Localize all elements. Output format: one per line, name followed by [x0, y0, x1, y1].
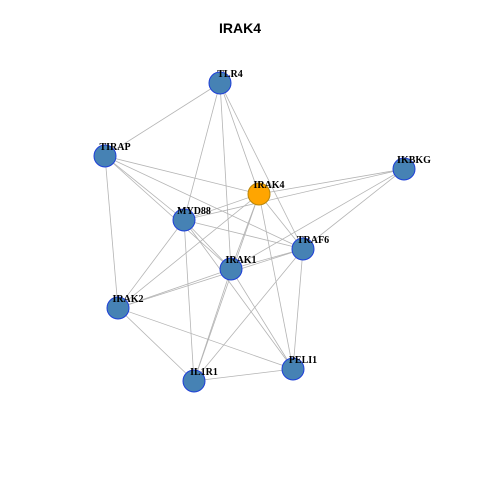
- edge-tlr4-traf6: [219, 82, 304, 250]
- node-irak4[interactable]: IRAK4: [247, 180, 285, 206]
- node-il1r1[interactable]: IL1R1: [182, 367, 218, 393]
- edge-myd88-il1r1: [183, 219, 195, 382]
- node-label-traf6: TRAF6: [297, 235, 329, 246]
- edge-irak4-traf6: [258, 193, 304, 250]
- edge-irak4-irak2: [117, 193, 260, 309]
- node-circle-traf6[interactable]: [291, 237, 315, 261]
- edge-irak1-il1r1: [193, 268, 232, 382]
- edge-ikbkg-irak1: [230, 168, 405, 270]
- node-label-tlr4: TLR4: [217, 69, 243, 80]
- edge-tirap-traf6: [104, 155, 304, 250]
- node-irak1[interactable]: IRAK1: [219, 255, 257, 281]
- node-traf6[interactable]: TRAF6: [291, 235, 329, 261]
- node-circle-ikbkg[interactable]: [392, 157, 416, 181]
- node-label-il1r1: IL1R1: [190, 367, 218, 378]
- edge-tlr4-myd88: [183, 82, 221, 221]
- edge-irak2-peli1: [117, 307, 294, 370]
- edge-tlr4-irak1: [219, 82, 232, 270]
- edge-traf6-irak2: [117, 248, 304, 309]
- graph-title: IRAK4: [218, 20, 261, 36]
- node-label-irak4: IRAK4: [253, 180, 284, 191]
- edge-irak2-il1r1: [117, 307, 195, 382]
- node-tlr4[interactable]: TLR4: [208, 69, 243, 95]
- edge-traf6-peli1: [292, 248, 304, 370]
- node-circle-il1r1[interactable]: [182, 369, 206, 393]
- node-label-ikbkg: IKBKG: [397, 155, 431, 166]
- node-label-tirap: TIRAP: [99, 142, 130, 153]
- node-circle-irak4[interactable]: [247, 182, 271, 206]
- node-myd88[interactable]: MYD88: [172, 206, 211, 232]
- edge-tlr4-irak4: [219, 82, 260, 195]
- edge-myd88-irak2: [117, 219, 185, 309]
- node-irak2[interactable]: IRAK2: [106, 294, 144, 320]
- edge-irak1-peli1: [230, 268, 294, 370]
- node-label-irak2: IRAK2: [112, 294, 143, 305]
- node-circle-tirap[interactable]: [93, 144, 117, 168]
- node-circle-tlr4[interactable]: [208, 71, 232, 95]
- edge-myd88-peli1: [183, 219, 294, 370]
- edge-traf6-il1r1: [193, 248, 304, 382]
- node-ikbkg[interactable]: IKBKG: [392, 155, 431, 181]
- node-circle-irak1[interactable]: [219, 257, 243, 281]
- node-circle-peli1[interactable]: [281, 357, 305, 381]
- node-circle-myd88[interactable]: [172, 208, 196, 232]
- node-label-irak1: IRAK1: [225, 255, 256, 266]
- edge-tlr4-tirap: [104, 82, 221, 157]
- edge-irak4-myd88: [183, 193, 260, 221]
- edge-irak1-irak2: [117, 268, 232, 309]
- edge-ikbkg-irak4: [258, 168, 405, 195]
- node-label-peli1: PELI1: [289, 355, 317, 366]
- edge-traf6-irak1: [230, 248, 304, 270]
- edge-tirap-irak2: [104, 155, 119, 309]
- edge-tirap-irak4: [104, 155, 260, 195]
- node-peli1[interactable]: PELI1: [281, 355, 317, 381]
- edge-ikbkg-traf6: [302, 168, 405, 250]
- node-circle-irak2[interactable]: [106, 296, 130, 320]
- edge-myd88-traf6: [183, 219, 304, 250]
- edge-layer: [104, 82, 405, 382]
- edge-tirap-myd88: [104, 155, 185, 221]
- edge-tirap-irak1: [104, 155, 232, 270]
- edge-ikbkg-myd88: [183, 168, 405, 221]
- node-label-myd88: MYD88: [177, 206, 211, 217]
- edge-irak4-il1r1: [193, 193, 260, 382]
- edge-il1r1-peli1: [193, 368, 294, 382]
- node-tirap[interactable]: TIRAP: [93, 142, 131, 168]
